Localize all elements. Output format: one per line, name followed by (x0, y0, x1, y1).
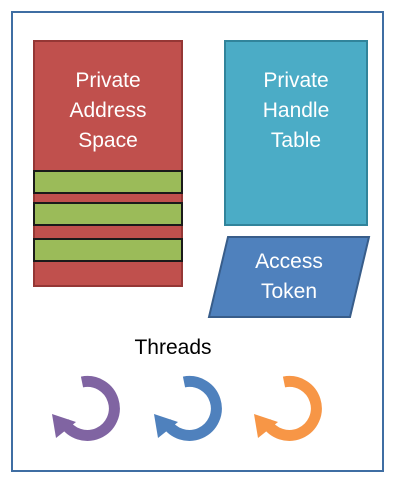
private-handle-table-box: Private Handle Table (224, 40, 368, 226)
thread-arrow-icon (154, 375, 222, 441)
private-handle-table-label: Private Handle Table (262, 69, 330, 152)
memory-page-block (33, 170, 183, 194)
access-token-label: Access Token (255, 250, 323, 303)
memory-page-block (33, 238, 183, 262)
thread-arrow-icon (52, 375, 120, 441)
memory-page-block (33, 202, 183, 226)
thread-arrow-icon (254, 375, 322, 441)
private-address-space-label: Private Address Space (69, 69, 147, 152)
access-token-shape (207, 236, 371, 318)
threads-label: Threads (134, 336, 212, 359)
private-address-space-box: Private Address Space (33, 40, 183, 287)
